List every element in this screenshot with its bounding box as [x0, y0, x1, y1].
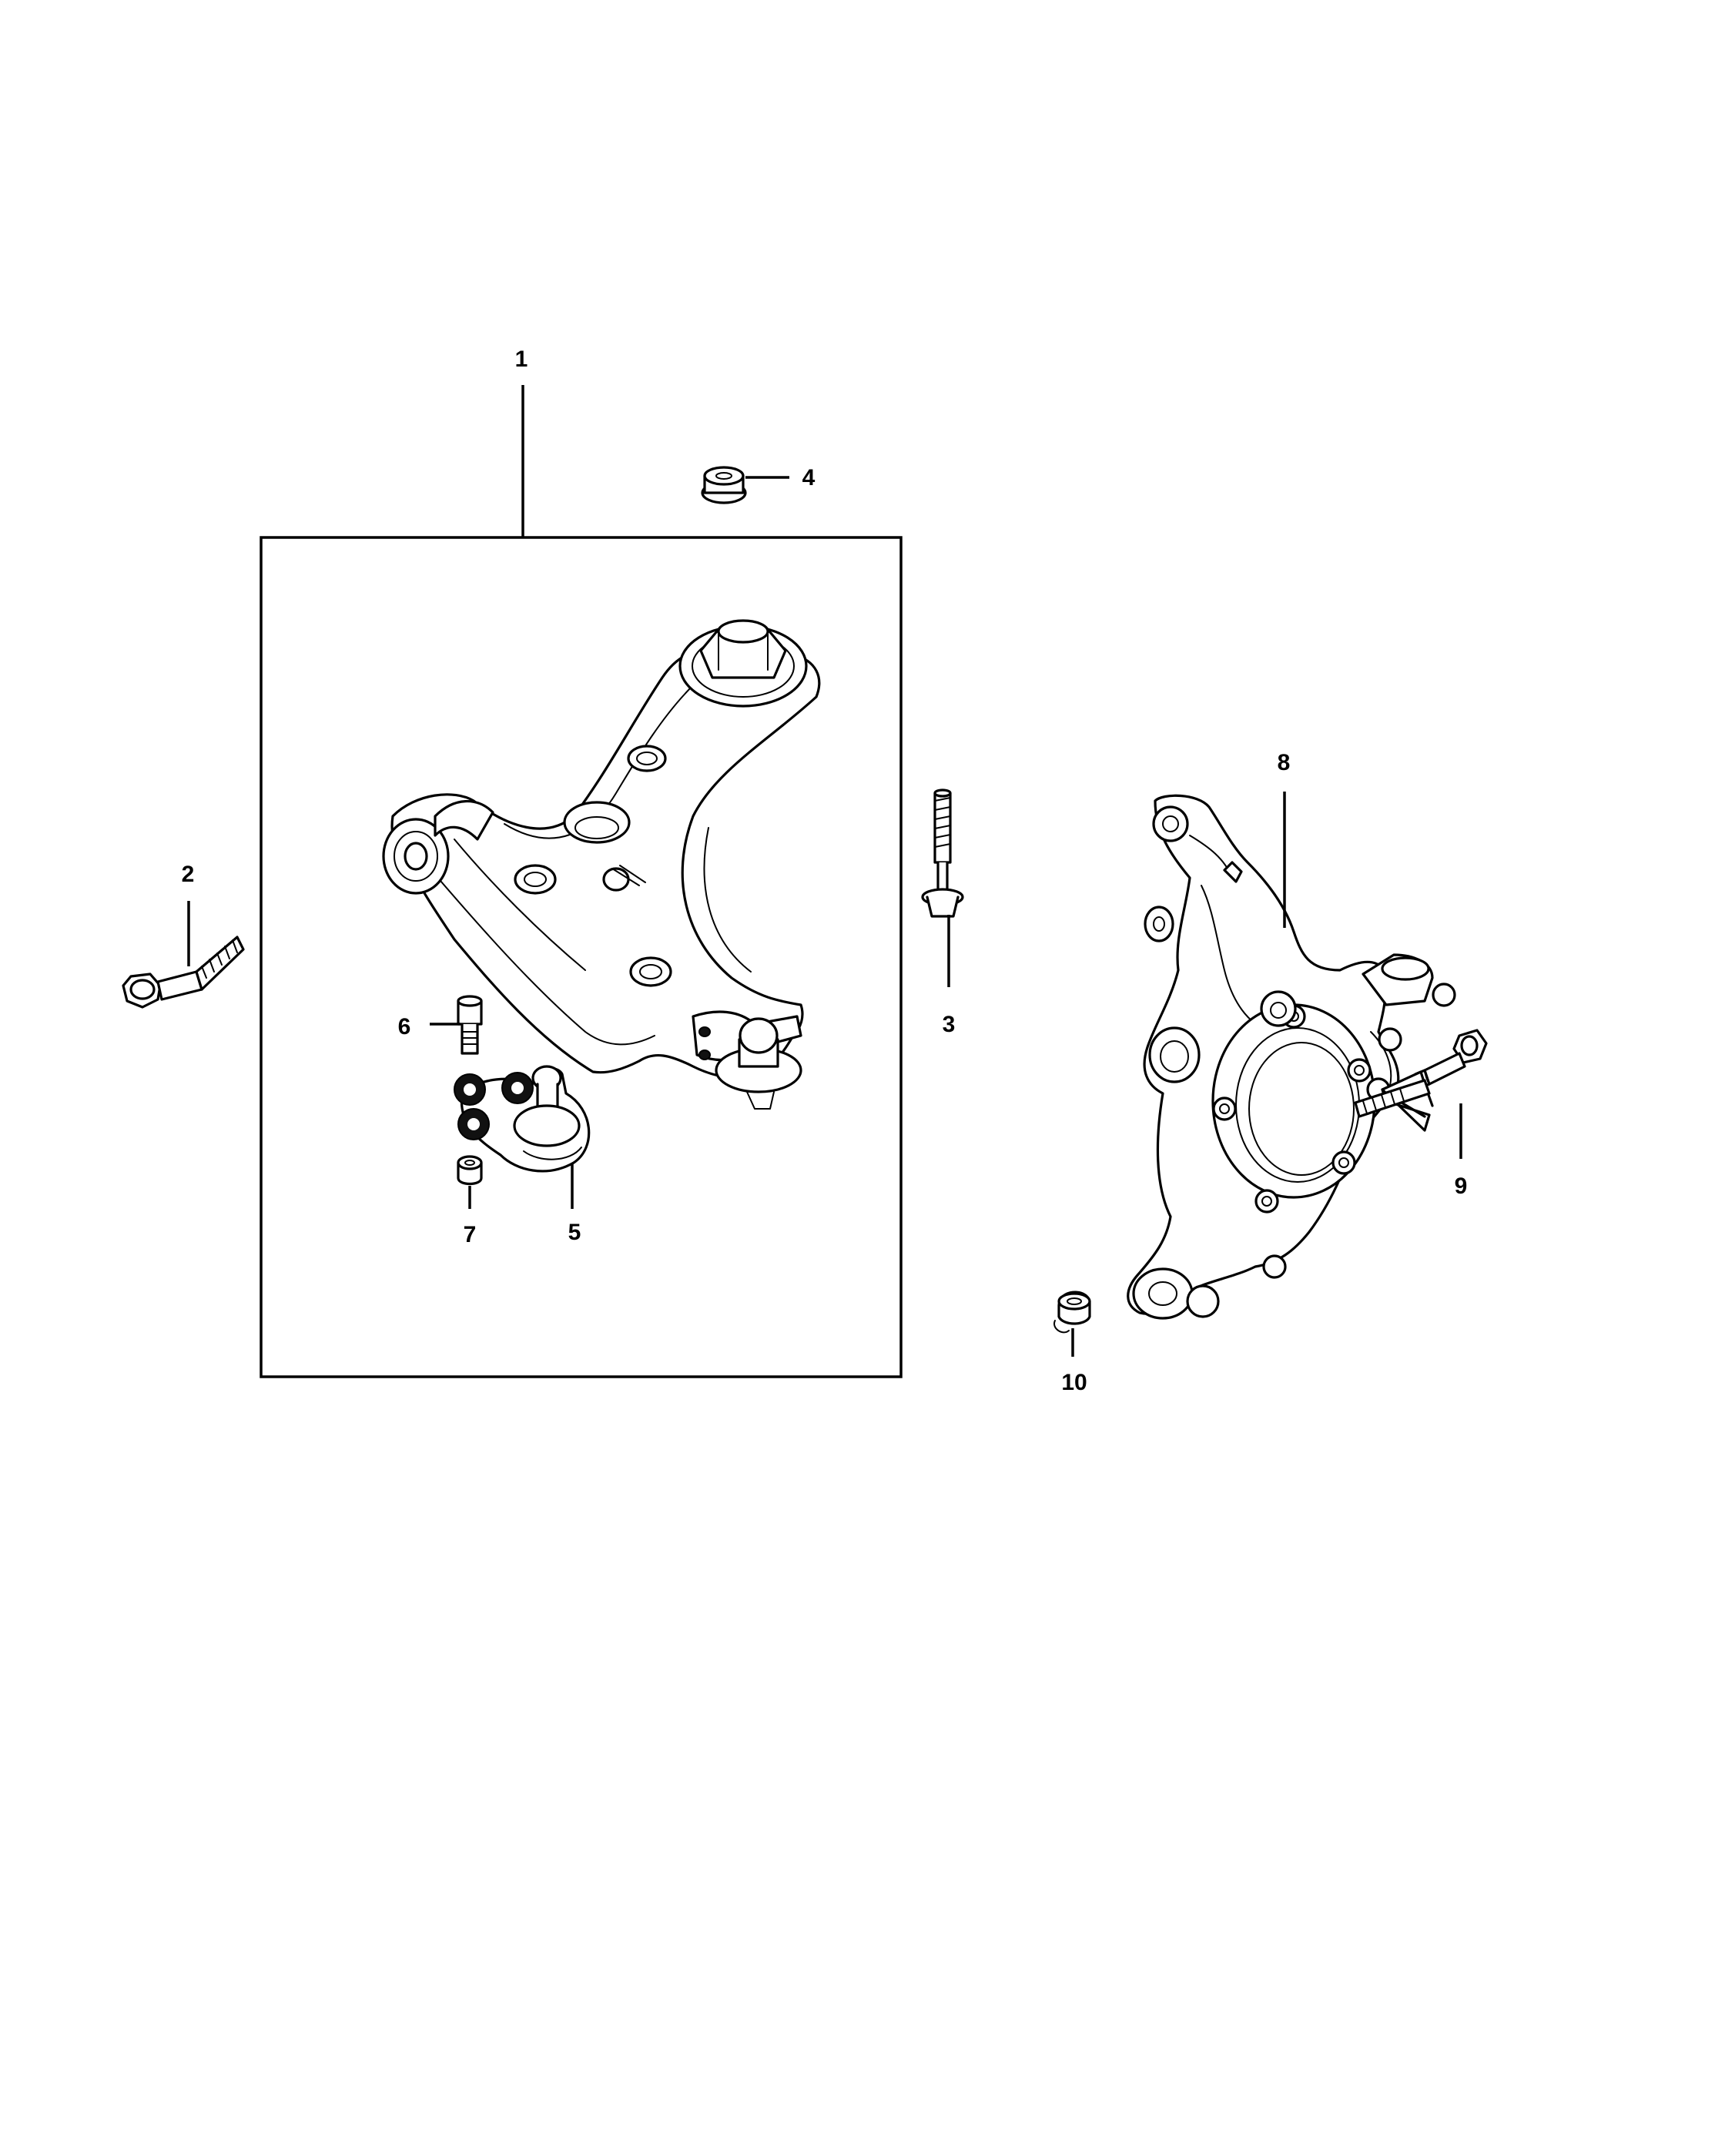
steering-knuckle[interactable] — [1127, 794, 1456, 1320]
pivot-bolt-left[interactable] — [122, 936, 245, 1009]
knuckle-bolt[interactable] — [1354, 1029, 1488, 1132]
callout-5: 5 — [568, 1220, 581, 1245]
ball-joint-nut[interactable] — [457, 1155, 483, 1186]
assembly-box — [260, 536, 903, 1378]
callout-1: 1 — [515, 346, 528, 372]
leader-lines — [187, 385, 1462, 1357]
callout-2: 2 — [182, 862, 195, 887]
pivot-bolt-vertical[interactable] — [921, 788, 964, 918]
callout-9: 9 — [1455, 1173, 1468, 1199]
callout-6: 6 — [398, 1014, 411, 1040]
callout-3: 3 — [943, 1012, 956, 1037]
callout-7: 7 — [464, 1222, 477, 1247]
callout-numbers: 1 2 3 4 5 6 7 8 9 10 — [182, 346, 1468, 1395]
knuckle-nut[interactable] — [1053, 1291, 1091, 1334]
ball-joint[interactable] — [454, 1065, 591, 1173]
lower-control-arm[interactable] — [382, 619, 821, 1110]
callout-8: 8 — [1278, 750, 1291, 775]
flange-nut[interactable] — [701, 466, 747, 504]
callout-10: 10 — [1061, 1370, 1087, 1395]
ball-joint-bolt[interactable] — [457, 995, 483, 1055]
callout-4: 4 — [802, 465, 816, 490]
